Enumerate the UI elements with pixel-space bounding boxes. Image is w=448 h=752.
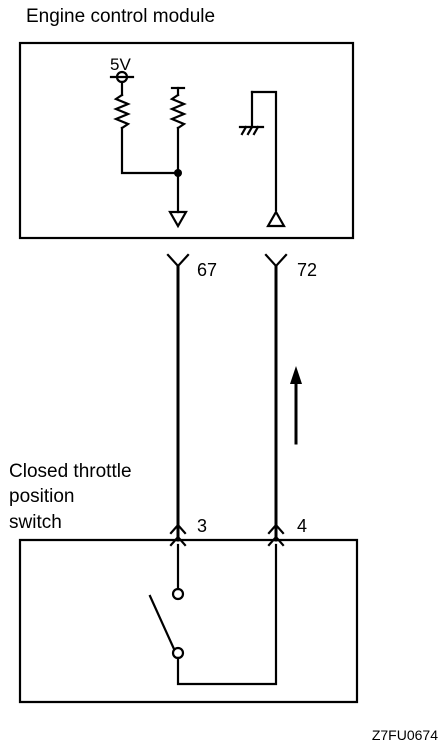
ecm-pin-72-label: 72 — [297, 260, 317, 280]
switch-pin-3-label: 3 — [197, 516, 207, 536]
switch-contact-upper — [171, 587, 185, 601]
switch-internal-wire-4 — [176, 543, 278, 686]
figure-code: Z7FU0674 — [372, 727, 438, 743]
ecm-box — [18, 41, 355, 240]
connector-67-symbol — [166, 253, 190, 268]
input-buffer-symbol — [168, 210, 188, 229]
switch-title-line-2: position — [9, 486, 75, 507]
ecm-title: Engine control module — [26, 6, 215, 27]
connector-72-symbol — [264, 253, 288, 268]
switch-box — [18, 538, 359, 704]
supply-terminal-symbol — [109, 70, 135, 97]
switch-blade — [148, 594, 176, 651]
connector-3-symbol — [169, 523, 187, 547]
supply-voltage-label: 5V — [110, 55, 131, 74]
switch-title-line-1: Closed throttle — [9, 461, 132, 482]
ground-symbol — [238, 90, 265, 136]
switch-contact-lower — [171, 646, 185, 660]
connector-4-symbol — [267, 523, 285, 547]
output-symbol — [266, 209, 286, 228]
ecm-internal-wire-left — [120, 126, 180, 175]
switch-pin-4-label: 4 — [297, 516, 307, 536]
switch-title-line-3: switch — [9, 512, 62, 533]
pullup-resistor-right — [169, 86, 187, 214]
ecm-internal-wire-right — [250, 90, 278, 212]
ecm-pin-67-label: 67 — [197, 260, 217, 280]
current-arrow-head — [290, 366, 302, 384]
pullup-resistor-left — [113, 93, 131, 130]
junction-dot — [174, 169, 182, 177]
